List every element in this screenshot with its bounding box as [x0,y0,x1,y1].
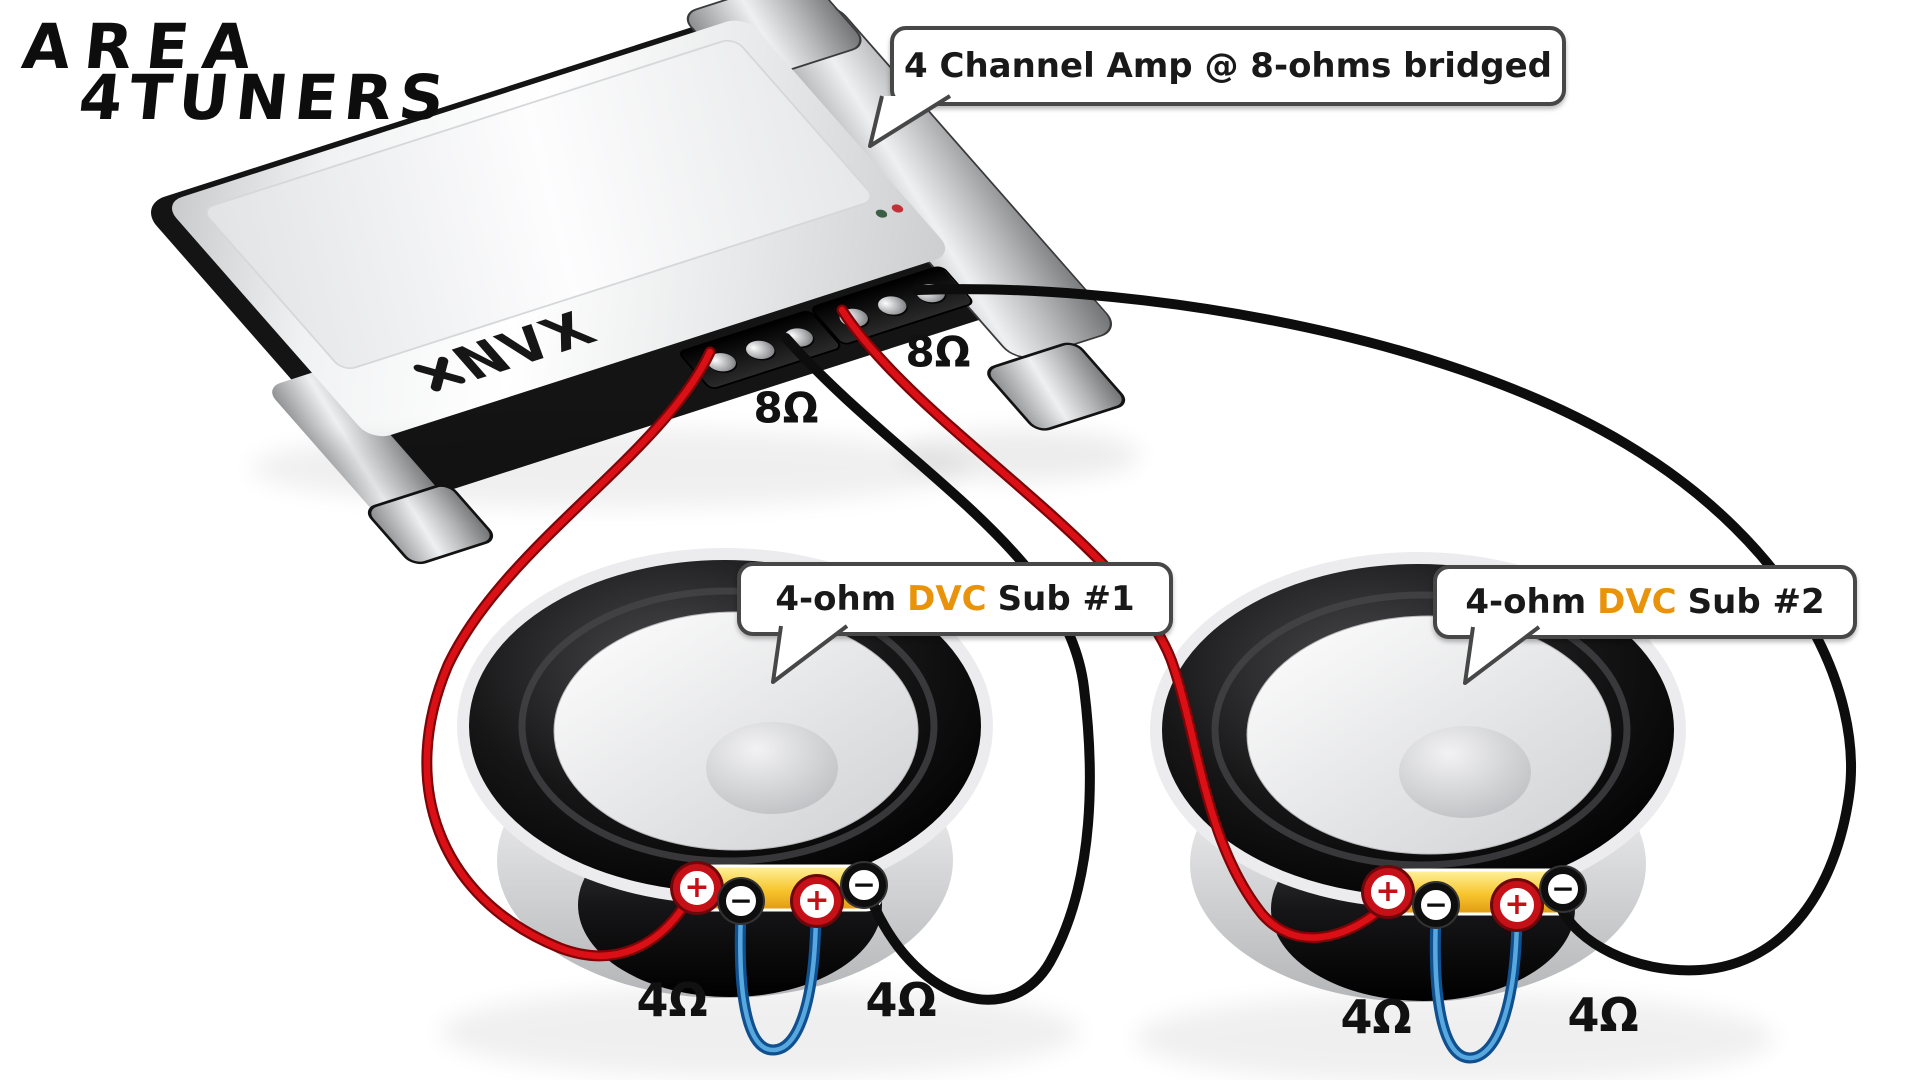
negative-wire-sub2 [912,284,1857,976]
sub1-callout: 4-ohm DVC Sub #1 [737,562,1173,684]
positive-wire-sub1 [423,348,714,960]
terminal-sign: + [684,870,710,905]
negative-wire-sub1 [781,333,1095,1005]
sub2-coil2-positive-terminal: + [1493,881,1541,929]
terminal-sign: − [1551,872,1575,905]
amp-callout: 4 Channel Amp @ 8-ohms bridged [868,26,1566,148]
sub2-coil1-positive-terminal: + [1364,868,1412,916]
sub1-coil1-positive-terminal: + [673,864,721,912]
amp-callout-tail [868,94,952,148]
sub2-callout-impedance: 4-ohm [1465,582,1587,622]
nvx-x-icon [413,356,466,392]
sub2-coil1-impedance-label: 4Ω [1340,990,1412,1044]
sub1-coil2-negative-terminal: − [842,863,886,907]
sub2-dust-cap [1399,726,1531,818]
subwoofer-2 [1150,552,1686,1002]
amplifier: NVX [138,0,1132,568]
sub1-coil2-impedance-label: 4Ω [865,973,937,1027]
terminal-sign: + [1375,874,1401,909]
sub2-coil2-impedance-label: 4Ω [1567,988,1639,1042]
terminal-sign: + [804,883,830,918]
sub2-callout-tail [1463,625,1541,685]
sub1-shadow [440,986,1080,1078]
sub1-surround-lip [518,587,938,865]
terminal-sign: − [852,868,876,901]
sub1-callout-tail [771,624,849,684]
nvx-logo: NVX [401,302,611,404]
terminal-sign: − [1424,888,1448,921]
sub2-coil2-negative-terminal: − [1541,867,1585,911]
logo-line-2: 4TUNERS [75,61,455,135]
sub1-coil2-positive-terminal: + [793,877,841,925]
sub2-shadow [1135,992,1775,1080]
sub1-coil1-impedance-label: 4Ω [636,973,708,1027]
wiring [421,284,1857,1064]
sub1-dust-cap [706,722,838,814]
subwoofer-1 [457,548,993,998]
sub2-callout: 4-ohm DVC Sub #2 [1433,565,1857,685]
sub1-callout-impedance: 4-ohm [775,579,897,619]
sub1-callout-dvc: DVC [907,579,987,619]
amp-channel2-impedance-label: 8Ω [905,327,971,377]
terminal-sign: + [1504,887,1530,922]
sub2-callout-dvc: DVC [1597,582,1677,622]
amp-callout-text: 4 Channel Amp @ 8-ohms bridged [904,46,1552,86]
amp-channel1-impedance-label: 8Ω [753,383,819,433]
area4tuners-logo: AREA 4TUNERS [14,10,459,135]
sub2-coil1-negative-terminal: − [1414,883,1458,927]
sub1-callout-name: Sub #1 [997,579,1135,619]
sub1-jumper-wire [738,909,819,1053]
terminal-sign: − [729,884,753,917]
sub2-callout-name: Sub #2 [1687,582,1825,622]
sub1-coil1-negative-terminal: − [719,879,763,923]
sub2-surround-lip [1211,591,1631,869]
sub2-jumper-wire [1433,913,1520,1061]
positive-wire-sub2 [838,306,1384,941]
